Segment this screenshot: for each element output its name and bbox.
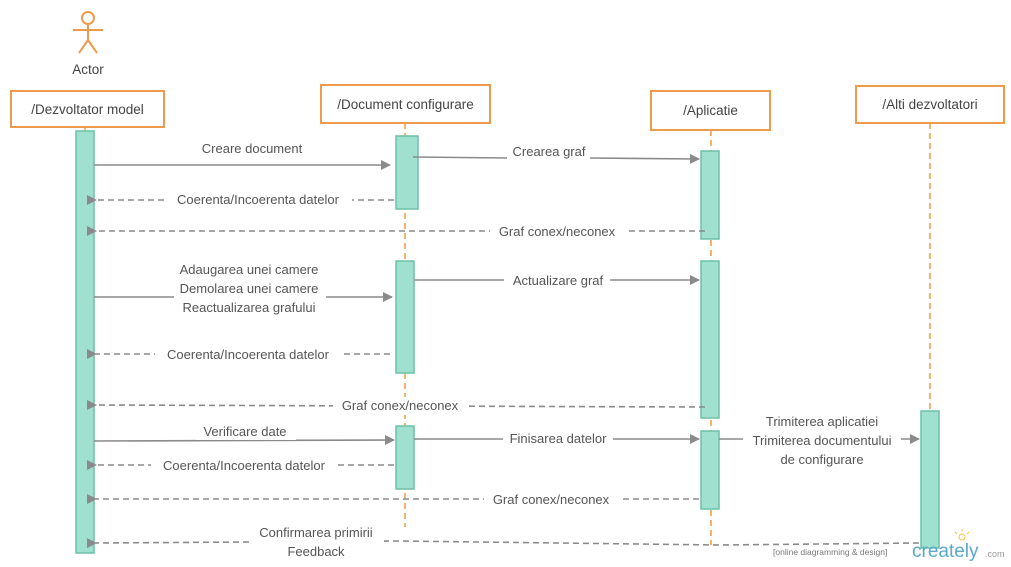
message-labels: Creare document Crearea graf Coerenta/In… <box>151 141 901 563</box>
message-label-m5-line2: Demolarea unei camere <box>180 281 319 296</box>
message-label-m13: Graf conex/neconex <box>493 492 610 507</box>
lifeline-header-aplicatie[interactable]: /Aplicatie <box>650 90 771 131</box>
actor-icon <box>73 11 103 54</box>
watermark-tagline: [online diagramming & design] <box>773 547 887 557</box>
activation-dezvoltator <box>75 130 95 554</box>
watermark-logo: creately <box>912 541 979 562</box>
message-label-m9: Verificare date <box>203 424 286 439</box>
activation-document-2 <box>395 260 415 374</box>
message-label-m14-line1: Confirmarea primirii <box>259 525 373 540</box>
message-label-m14-line2: Feedback <box>287 544 345 559</box>
lifelines <box>84 123 931 553</box>
message-label-m6: Actualizare graf <box>513 273 604 288</box>
activation-alti <box>920 410 940 549</box>
activation-document-3 <box>395 425 415 490</box>
activation-bars <box>75 130 940 554</box>
activation-aplicatie-3 <box>700 430 720 510</box>
activation-document-1 <box>395 135 419 210</box>
message-label-m11-line3: de configurare <box>780 452 863 467</box>
lifeline-header-document[interactable]: /Document configurare <box>320 84 491 124</box>
activation-aplicatie-1 <box>700 150 720 240</box>
lifeline-header-label: /Document configurare <box>337 97 474 112</box>
arrow-m14 <box>86 538 920 549</box>
message-label-m1: Creare document <box>202 141 303 156</box>
message-label-m11-line1: Trimiterea aplicatiei <box>766 414 878 429</box>
lifeline-header-label: /Aplicatie <box>683 103 738 118</box>
creately-watermark: [online diagramming & design] creately .… <box>773 529 1005 562</box>
message-label-m5-line3: Reactualizarea grafului <box>183 300 316 315</box>
lifeline-header-label: /Alti dezvoltatori <box>882 97 977 112</box>
message-label-m8: Graf conex/neconex <box>342 398 459 413</box>
message-label-m10: Finisarea datelor <box>510 431 607 446</box>
message-label-m12: Coerenta/Incoerenta datelor <box>163 458 326 473</box>
lifeline-header-label: /Dezvoltator model <box>31 102 144 117</box>
message-label-m2: Crearea graf <box>513 144 586 159</box>
message-label-m11-line2: Trimiterea documentului <box>753 433 892 448</box>
arrow-m9 <box>93 435 395 446</box>
actor-label: Actor <box>72 62 104 77</box>
lifeline-header-dezvoltator[interactable]: /Dezvoltator model <box>10 90 165 128</box>
activation-aplicatie-2 <box>700 260 720 419</box>
bulb-icon <box>954 529 970 541</box>
watermark-domain: .com <box>985 549 1005 559</box>
arrow-m2b <box>589 153 700 164</box>
message-label-m3: Coerenta/Incoerenta datelor <box>177 192 340 207</box>
message-label-m7: Coerenta/Incoerenta datelor <box>167 347 330 362</box>
message-label-m5-line1: Adaugarea unei camere <box>180 262 319 277</box>
message-label-m4: Graf conex/neconex <box>499 224 616 239</box>
arrow-m2 <box>412 156 508 159</box>
lifeline-header-alti[interactable]: /Alti dezvoltatori <box>855 85 1005 124</box>
